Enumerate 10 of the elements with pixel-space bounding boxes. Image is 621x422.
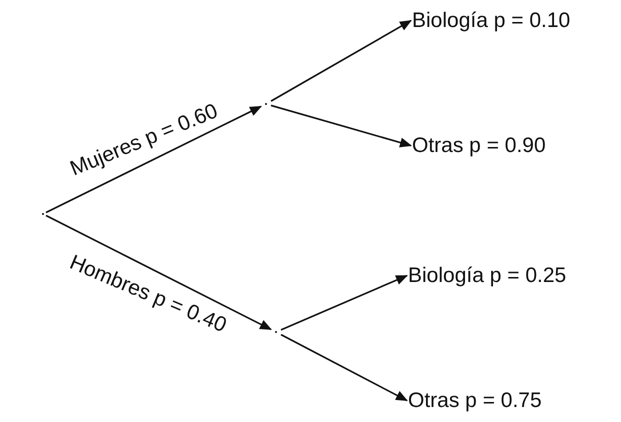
arrow xyxy=(270,104,412,148)
arrow xyxy=(270,20,412,102)
arrow xyxy=(46,214,272,330)
arrow xyxy=(280,334,408,402)
arrow xyxy=(280,274,408,331)
outcome-label: Otras p = 0.90 xyxy=(412,133,546,158)
outcome-label: Biología p = 0.25 xyxy=(408,263,566,288)
outcome-label: Biología p = 0.10 xyxy=(412,8,570,34)
outcome-label: Otras p = 0.75 xyxy=(408,388,542,414)
arrow xyxy=(46,106,262,214)
